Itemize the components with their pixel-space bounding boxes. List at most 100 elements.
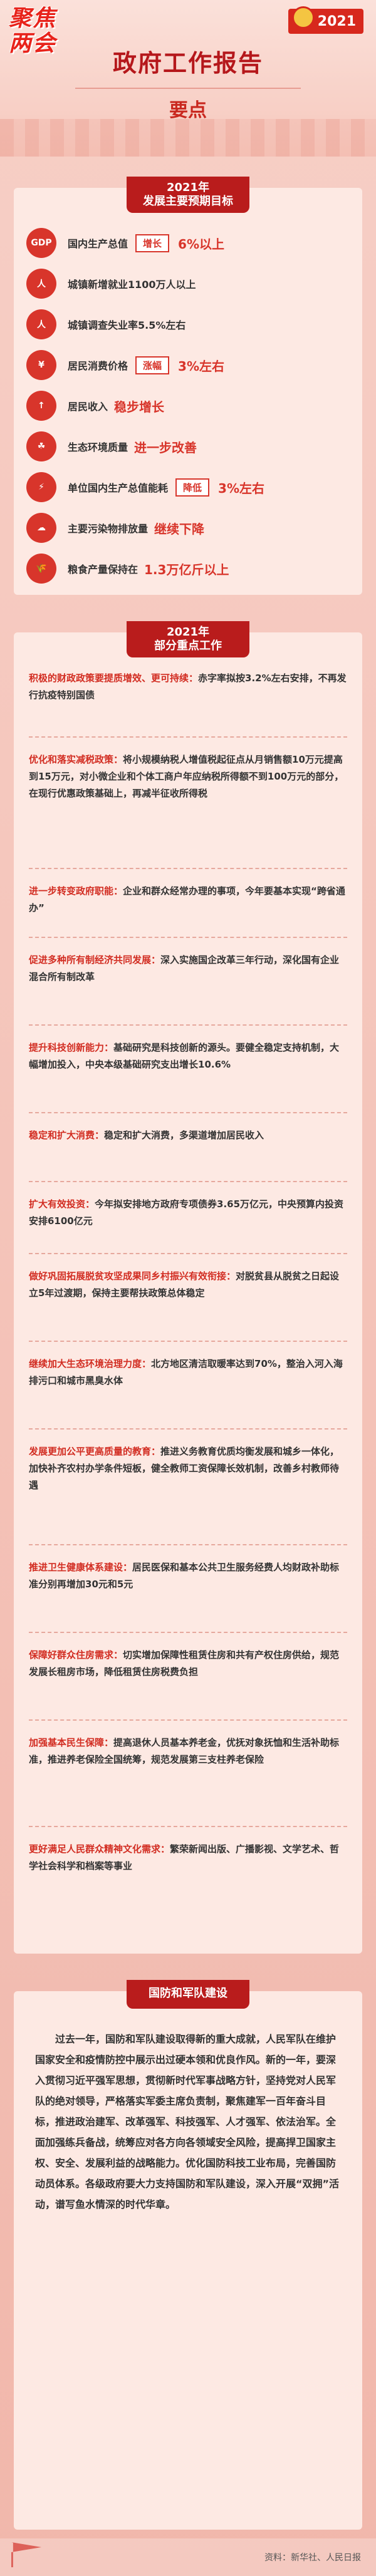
person-icon: 人: [26, 309, 56, 339]
work-body: 赤字率拟按3.2%左右安排，不再发行抗疫特别国债: [29, 672, 347, 701]
national-emblem-icon: [292, 6, 315, 29]
target-label: 城镇新增就业1100万人以上: [68, 279, 196, 291]
target-value: 6%以上: [178, 236, 224, 252]
work-lead: 促进多种所有制经济共同发展：: [29, 954, 161, 966]
work-body: 北方地区清洁取暖率达到70%，整治入河入海排污口和城市黑臭水体: [29, 1358, 343, 1386]
target-box: 增长: [135, 234, 170, 252]
divider: [29, 1108, 347, 1113]
target-value: 1.3万亿斤以上: [144, 562, 229, 577]
work-lead: 发展更加公平更高质量的教育：: [29, 1446, 161, 1457]
work-section: 2021年 部分重点工作 积极的财政政策要提质增效、更可持续：赤字率拟按3.2%…: [14, 621, 362, 1954]
work-item: 促进多种所有制经济共同发展：深入实施国企改革三年行动，深化国有企业混合所有制改革: [29, 952, 347, 986]
work-lead: 保障好群众住房需求：: [29, 1649, 123, 1661]
work-lead: 稳定和扩大消费：: [29, 1130, 105, 1141]
target-label: 国内生产总值: [68, 238, 128, 250]
divider: [29, 1021, 347, 1026]
divider: [29, 733, 347, 738]
divider: [29, 1540, 347, 1545]
target-label: 主要污染物排放量: [68, 523, 149, 535]
target-box: 涨幅: [135, 356, 170, 374]
work-item: 积极的财政政策要提质增效、更可持续：赤字率拟按3.2%左右安排，不再发行抗疫特别…: [29, 670, 347, 704]
work-item: 更好满足人民群众精神文化需求：繁荣新闻出版、广播影视、文学艺术、哲学社会科学和档…: [29, 1841, 347, 1875]
work-body: 居民医保和基本公共卫生服务经费人均财政补助标准分别再增加30元和5元: [29, 1562, 340, 1590]
target-box: 降低: [175, 478, 210, 497]
divider: [29, 1249, 347, 1254]
grain-icon: 🌾: [26, 554, 56, 584]
targets-section: 2021年 发展主要预期目标 GDP 国内生产总值 增长 6%以上 人 城镇新增…: [14, 177, 362, 595]
page-title: 政府工作报告: [112, 49, 263, 77]
work-lead: 积极的财政政策要提质增效、更可持续：: [29, 672, 199, 684]
work-item: 保障好群众住房需求：切实增加保障性租赁住房和共有产权住房供给，规范发展长租房市场…: [29, 1647, 347, 1681]
targets-heading: 2021年 发展主要预期目标: [127, 177, 249, 213]
work-body: 将小规模纳税人增值税起征点从月销售额10万元提高到15万元，对小微企业和个体工商…: [29, 754, 344, 799]
skyline-decoration: [0, 119, 376, 157]
brand-logo: 聚焦 两会: [9, 6, 65, 56]
work-body: 繁荣新闻出版、广播影视、文学艺术、哲学社会科学和档案等事业: [29, 1843, 340, 1872]
divider: [29, 1425, 347, 1430]
work-lead: 做好巩固拓展脱贫攻坚成果同乡村振兴有效衔接：: [29, 1270, 236, 1282]
target-label: 生态环境质量: [68, 441, 128, 453]
header: 聚焦 两会 2021 政府工作报告 要点: [0, 0, 376, 157]
target-value: 3%左右: [178, 358, 224, 374]
title-block: 政府工作报告 要点: [110, 44, 266, 122]
divider: [29, 1628, 347, 1633]
worker-icon: 人: [26, 269, 56, 299]
work-lead: 继续加大生态环境治理力度：: [29, 1358, 152, 1369]
work-body: 切实增加保障性租赁住房和共有产权住房供给，规范发展长租房市场，降低租赁住房税费负…: [29, 1649, 340, 1677]
target-label: 粮食产量保持在: [68, 564, 138, 575]
target-value: 稳步增长: [114, 399, 165, 415]
target-energy: ⚡ 单位国内生产总值能耗 降低 3%左右: [26, 470, 352, 505]
work-item: 继续加大生态环境治理力度：北方地区清洁取暖率达到70%，整治入河入海排污口和城市…: [29, 1356, 347, 1389]
work-lead: 进一步转变政府职能：: [29, 885, 123, 897]
brand-line1: 聚焦: [9, 6, 57, 31]
target-ecology: ☘ 生态环境质量 进一步改善: [26, 429, 352, 464]
defense-heading: 国防和军队建设: [127, 1980, 249, 2009]
work-heading: 2021年 部分重点工作: [127, 621, 249, 657]
target-pollution: ☁ 主要污染物排放量 继续下降: [26, 510, 352, 545]
target-cpi: ¥ 居民消费价格 涨幅 3%左右: [26, 348, 352, 383]
target-employment: 人 城镇新增就业1100万人以上: [26, 266, 352, 301]
target-gdp: GDP 国内生产总值 增长 6%以上: [26, 225, 352, 260]
work-lead: 更好满足人民群众精神文化需求：: [29, 1843, 170, 1855]
work-body: 稳定和扩大消费，多渠道增加居民收入: [104, 1130, 264, 1141]
work-body: 提高退休人员基本养老金，优抚对象抚恤和生活补助标准，推进养老保险全国统筹，规范发…: [29, 1737, 340, 1765]
gdp-icon: GDP: [26, 228, 56, 258]
title-divider: [75, 88, 301, 89]
work-body: 对脱贫县从脱贫之日起设立5年过渡期，保持主要帮扶政策总体稳定: [29, 1270, 340, 1299]
work-item: 优化和落实减税政策：将小规模纳税人增值税起征点从月销售额10万元提高到15万元，…: [29, 751, 347, 802]
source-credit: 资料：新华社、人民日报: [264, 2553, 361, 2563]
work-item: 提升科技创新能力：基础研究是科技创新的源头。要健全稳定支持机制，大幅增加投入，中…: [29, 1039, 347, 1073]
divider: [29, 933, 347, 938]
work-item: 扩大有效投资：今年拟安排地方政府专项债券3.65万亿元，中央预算内投资安排610…: [29, 1196, 347, 1230]
divider: [29, 864, 347, 869]
work-lead: 优化和落实减税政策：: [29, 754, 123, 765]
defense-section: 国防和军队建设 过去一年，国防和军队建设取得新的重大成就，人民军队在维护国家安全…: [14, 1980, 362, 2530]
work-lead: 提升科技创新能力：: [29, 1042, 114, 1053]
leaf-icon: ☘: [26, 431, 56, 461]
work-lead: 推进卫生健康体系建设：: [29, 1562, 133, 1573]
work-lead: 加强基本民生保障：: [29, 1737, 114, 1748]
pollution-icon: ☁: [26, 513, 56, 543]
work-lead: 扩大有效投资：: [29, 1198, 95, 1210]
divider: [29, 1716, 347, 1721]
work-item: 稳定和扩大消费：稳定和扩大消费，多渠道增加居民收入: [29, 1127, 347, 1144]
target-value: 3%左右: [218, 480, 264, 496]
target-unemployment: 人 城镇调查失业率5.5%左右: [26, 307, 352, 342]
targets-heading-line2: 发展主要预期目标: [143, 195, 233, 208]
target-label: 居民收入: [68, 401, 108, 413]
footer: 资料：新华社、人民日报: [0, 2538, 376, 2576]
work-item: 加强基本民生保障：提高退休人员基本养老金，优抚对象抚恤和生活补助标准，推进养老保…: [29, 1734, 347, 1768]
work-body: 基础研究是科技创新的源头。要健全稳定支持机制，大幅增加投入，中央本级基础研究支出…: [29, 1042, 340, 1070]
work-item: 发展更加公平更高质量的教育：推进义务教育优质均衡发展和城乡一体化，加快补齐农村办…: [29, 1443, 347, 1494]
work-body: 今年拟安排地方政府专项债券3.65万亿元，中央预算内投资安排6100亿元: [29, 1198, 344, 1227]
defense-paragraph: 过去一年，国防和军队建设取得新的重大成就，人民军队在维护国家安全和疫情防控中展示…: [35, 2033, 340, 2210]
work-body: 深入实施国企改革三年行动，深化国有企业混合所有制改革: [29, 954, 340, 982]
work-heading-line2: 部分重点工作: [154, 639, 222, 652]
divider: [29, 1177, 347, 1182]
divider: [29, 1337, 347, 1342]
target-label: 单位国内生产总值能耗: [68, 482, 169, 494]
work-item: 做好巩固拓展脱贫攻坚成果同乡村振兴有效衔接：对脱贫县从脱贫之日起设立5年过渡期，…: [29, 1268, 347, 1302]
work-heading-line1: 2021年: [166, 626, 210, 639]
target-label: 居民消费价格: [68, 360, 128, 372]
